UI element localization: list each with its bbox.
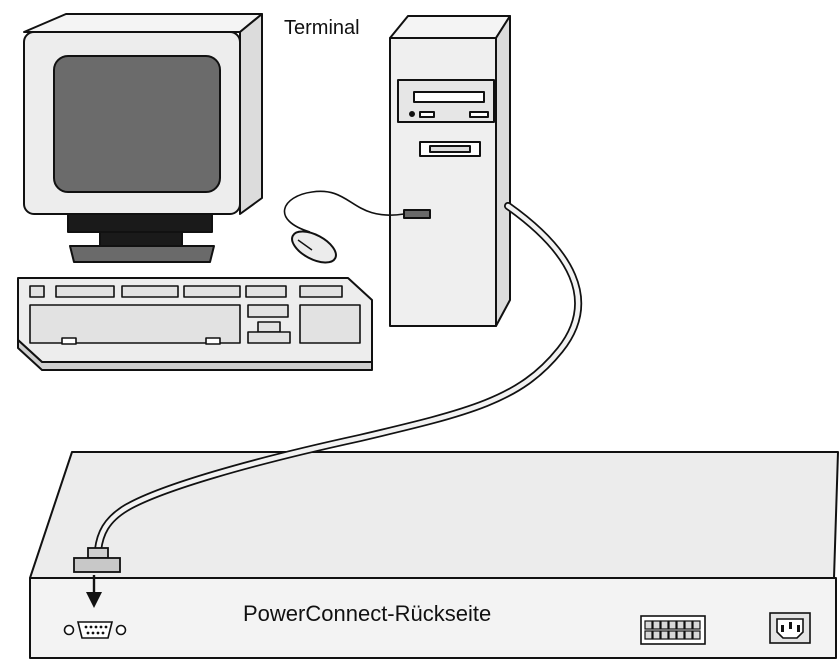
mouse-icon: [291, 230, 337, 264]
powerconnect-switch: [29, 451, 839, 659]
pc-tower-icon: [389, 15, 511, 327]
terminal-label: Terminal: [284, 17, 360, 39]
switch-rear-label: PowerConnect-Rückseite: [243, 601, 492, 626]
serial-plug: [73, 547, 121, 573]
crt-monitor-icon: [23, 13, 263, 263]
db9-serial-port-icon: [63, 621, 127, 639]
mouse-cord: [283, 190, 405, 233]
rj45-port-block-icon: [640, 615, 706, 645]
power-socket-icon: [769, 612, 811, 644]
serial-cable: [94, 202, 583, 554]
arrow-down-icon: [86, 575, 102, 608]
keyboard-icon: [17, 277, 373, 371]
